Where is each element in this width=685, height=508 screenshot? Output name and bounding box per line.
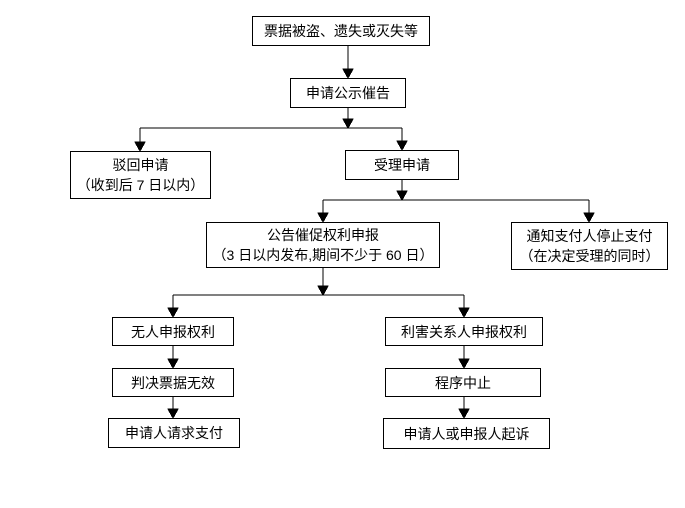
- edge-announce-split: [167, 268, 470, 319]
- node-incident: 票据被盗、遗失或灭失等: [252, 16, 430, 46]
- node-no-claim-label: 无人申报权利: [131, 323, 215, 340]
- node-no-claim: 无人申报权利: [112, 317, 234, 346]
- edge-noclaim-chain: [167, 346, 179, 420]
- node-notify-payer: 通知支付人停止支付 （在决定受理的同时）: [511, 222, 668, 270]
- node-reject: 驳回申请 （收到后 7 日以内）: [70, 151, 211, 199]
- edge-apply-split: [134, 108, 408, 153]
- node-accept-label: 受理申请: [374, 157, 430, 173]
- node-announce-line1: 公告催促权利申报: [267, 227, 379, 243]
- node-apply-publication-label: 申请公示催告: [306, 85, 390, 101]
- node-notify-payer-line1: 通知支付人停止支付: [526, 228, 653, 244]
- node-judgment-invalid-label: 判决票据无效: [131, 374, 215, 391]
- node-notify-payer-line2: （在决定受理的同时）: [519, 248, 660, 264]
- node-reject-line1: 驳回申请: [112, 157, 169, 173]
- node-procedure-suspended-label: 程序中止: [435, 374, 491, 391]
- node-announce-line2: （3 日以内发布,期间不少于 60 日）: [212, 247, 434, 263]
- node-reject-line2: （收到后 7 日以内）: [76, 177, 205, 193]
- node-lawsuit: 申请人或申报人起诉: [383, 418, 550, 449]
- node-apply-publication: 申请公示催告: [290, 78, 406, 108]
- node-lawsuit-label: 申请人或申报人起诉: [403, 425, 530, 442]
- node-incident-label: 票据被盗、遗失或灭失等: [264, 23, 418, 39]
- node-announce: 公告催促权利申报 （3 日以内发布,期间不少于 60 日）: [206, 222, 440, 268]
- node-request-payment-label: 申请人请求支付: [125, 425, 223, 441]
- node-procedure-suspended: 程序中止: [385, 368, 541, 397]
- edge-claim-chain: [458, 346, 470, 420]
- node-interested-claim-label: 利害关系人申报权利: [401, 323, 527, 340]
- edge-incident-to-apply: [342, 46, 354, 80]
- edge-accept-split: [317, 180, 595, 224]
- node-accept: 受理申请: [345, 150, 459, 180]
- node-request-payment: 申请人请求支付: [108, 418, 240, 448]
- node-judgment-invalid: 判决票据无效: [112, 368, 234, 397]
- node-interested-claim: 利害关系人申报权利: [385, 317, 543, 346]
